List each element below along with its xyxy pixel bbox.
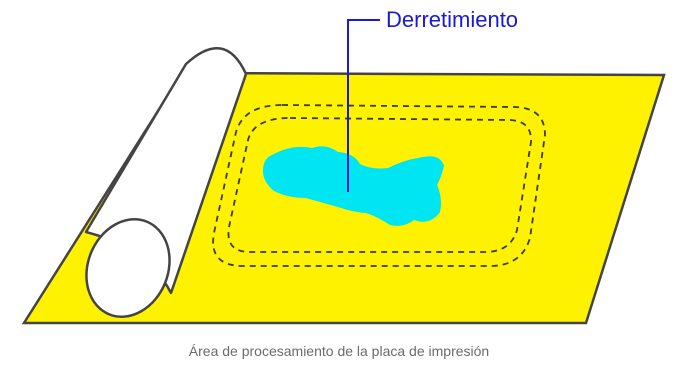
melt-region xyxy=(262,146,444,226)
roller-end-cap xyxy=(85,218,171,318)
processing-area-outer-boundary xyxy=(212,104,546,267)
processing-area-inner-boundary xyxy=(227,117,532,253)
figure-caption: Área de procesamiento de la placa de imp… xyxy=(188,343,490,359)
melt-label: Derretimiento xyxy=(386,7,519,32)
melt-callout-line xyxy=(347,19,380,192)
